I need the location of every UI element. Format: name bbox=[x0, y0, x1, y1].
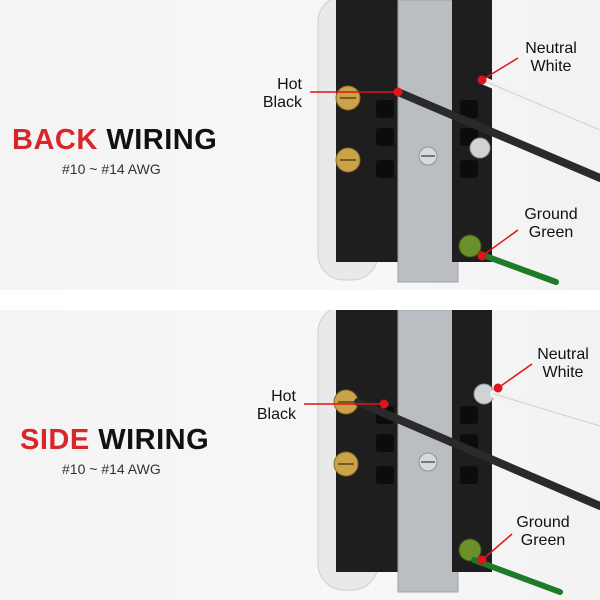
neutral-label: Neutral White bbox=[514, 40, 588, 76]
ground-label-line1: Ground bbox=[506, 514, 580, 532]
ground-marker-dot bbox=[478, 252, 487, 261]
wire-gauge-subtitle: #10 ~ #14 AWG bbox=[62, 161, 161, 177]
wire-gauge-subtitle: #10 ~ #14 AWG bbox=[62, 461, 161, 477]
neutral-label-line1: Neutral bbox=[514, 40, 588, 58]
title-accent: SIDE bbox=[20, 424, 90, 456]
hot-label-line2: Black bbox=[238, 406, 296, 424]
neutral-label-line2: White bbox=[526, 364, 600, 382]
panel-title: SIDE WIRING bbox=[20, 424, 209, 457]
title-rest: WIRING bbox=[106, 124, 217, 156]
panel-divider bbox=[0, 290, 600, 310]
white-wire-edge bbox=[494, 394, 600, 426]
ground-screw bbox=[459, 539, 481, 561]
ground-label: Ground Green bbox=[506, 514, 580, 550]
ground-label-line2: Green bbox=[514, 224, 588, 242]
ground-label-line2: Green bbox=[506, 532, 580, 550]
neutral-marker-dot bbox=[494, 384, 503, 393]
panel-title: BACK WIRING bbox=[12, 124, 217, 157]
receptacle-body bbox=[336, 0, 408, 262]
neutral-label-line2: White bbox=[514, 58, 588, 76]
hot-label-line1: Hot bbox=[238, 388, 296, 406]
ground-label-line1: Ground bbox=[514, 206, 588, 224]
back-wiring-panel: BACK WIRING #10 ~ #14 AWG Hot Black Neut… bbox=[0, 0, 600, 290]
hot-marker-dot bbox=[380, 400, 389, 409]
title-rest: WIRING bbox=[98, 424, 209, 456]
receptacle-body bbox=[336, 310, 408, 572]
ground-label: Ground Green bbox=[514, 206, 588, 242]
silver-terminal-screw bbox=[470, 138, 490, 158]
hot-label: Hot Black bbox=[238, 388, 296, 424]
ground-marker-dot bbox=[478, 556, 487, 565]
hot-label-line1: Hot bbox=[244, 76, 302, 94]
hot-marker-dot bbox=[394, 88, 403, 97]
neutral-marker-dot bbox=[478, 76, 487, 85]
neutral-label-line1: Neutral bbox=[526, 346, 600, 364]
side-wiring-panel: SIDE WIRING #10 ~ #14 AWG Hot Black Neut… bbox=[0, 310, 600, 600]
neutral-label: Neutral White bbox=[526, 346, 600, 382]
title-accent: BACK bbox=[12, 124, 98, 156]
green-ground-wire bbox=[474, 560, 560, 592]
mounting-strap bbox=[398, 310, 458, 592]
white-wire-edge bbox=[482, 80, 600, 130]
green-ground-wire bbox=[480, 254, 556, 282]
hot-label: Hot Black bbox=[244, 76, 302, 112]
hot-label-line2: Black bbox=[244, 94, 302, 112]
mounting-strap bbox=[398, 0, 458, 282]
